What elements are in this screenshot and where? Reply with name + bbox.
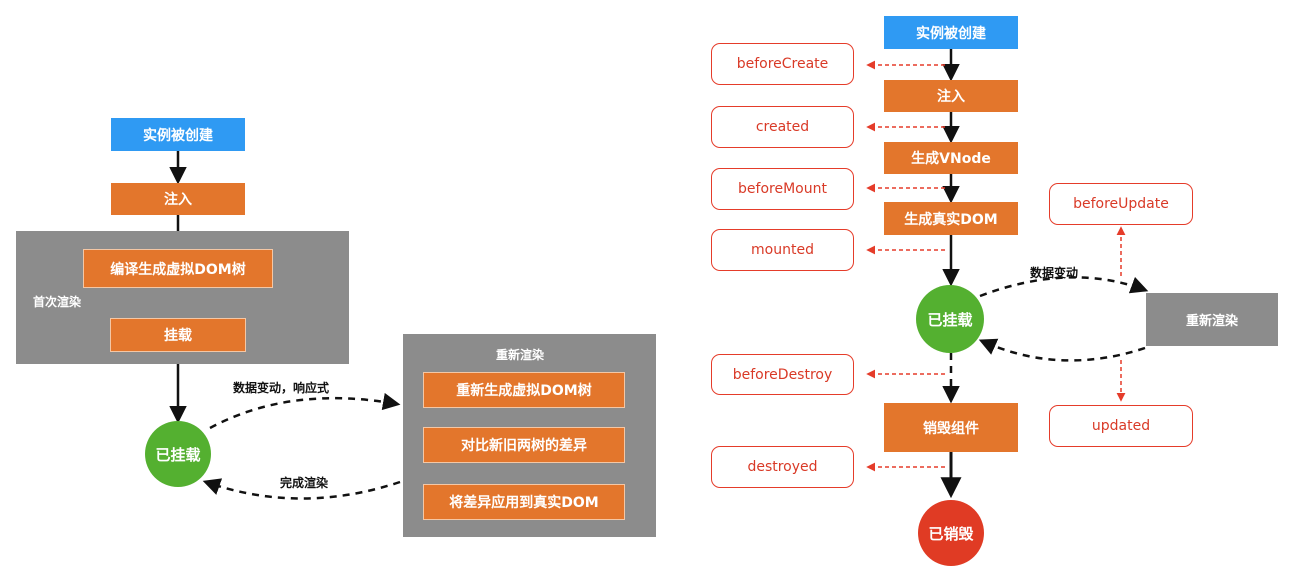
hook-beforeCreate: beforeCreate — [711, 43, 854, 85]
right-data-change-label: 数据变动 — [1030, 266, 1079, 280]
rerender-step-3: 将差异应用到真实DOM — [423, 484, 625, 520]
arrow-left-render-done — [202, 478, 401, 500]
arrow-right-data-change — [979, 276, 1149, 298]
right-rerender-box: 重新渲染 — [1146, 293, 1278, 346]
left-data-change-label: 数据变动，响应式 — [233, 381, 330, 395]
arrow-left-data-change — [209, 392, 401, 430]
hook-updated: updated — [1049, 405, 1193, 447]
rerender-step-1: 重新生成虚拟DOM树 — [423, 372, 625, 408]
right-instance-created: 实例被创建 — [884, 16, 1018, 49]
hook-created: created — [711, 106, 854, 148]
hook-beforeUpdate: beforeUpdate — [1049, 183, 1193, 225]
left-inject: 注入 — [111, 183, 245, 215]
rerender-panel-label: 重新渲染 — [496, 348, 545, 362]
left-instance-created: 实例被创建 — [111, 118, 245, 151]
left-mount: 挂载 — [110, 318, 246, 352]
right-mounted-state: 已挂载 — [916, 285, 984, 353]
hook-mounted: mounted — [711, 229, 854, 271]
left-render-done-label: 完成渲染 — [280, 476, 329, 490]
hook-beforeMount: beforeMount — [711, 168, 854, 210]
left-compile-vdom: 编译生成虚拟DOM树 — [83, 249, 273, 288]
right-gen-real-dom: 生成真实DOM — [884, 202, 1018, 235]
right-inject: 注入 — [884, 80, 1018, 112]
first-render-label: 首次渲染 — [33, 295, 82, 309]
hook-destroyed: destroyed — [711, 446, 854, 488]
right-destroyed-state: 已销毁 — [918, 500, 984, 566]
right-destroy-component: 销毁组件 — [884, 403, 1018, 452]
hook-beforeDestroy: beforeDestroy — [711, 354, 854, 395]
right-gen-vnode: 生成VNode — [884, 142, 1018, 174]
rerender-step-2: 对比新旧两树的差异 — [423, 427, 625, 463]
arrow-right-rerender-back — [978, 338, 1146, 362]
left-mounted-state: 已挂载 — [145, 421, 211, 487]
